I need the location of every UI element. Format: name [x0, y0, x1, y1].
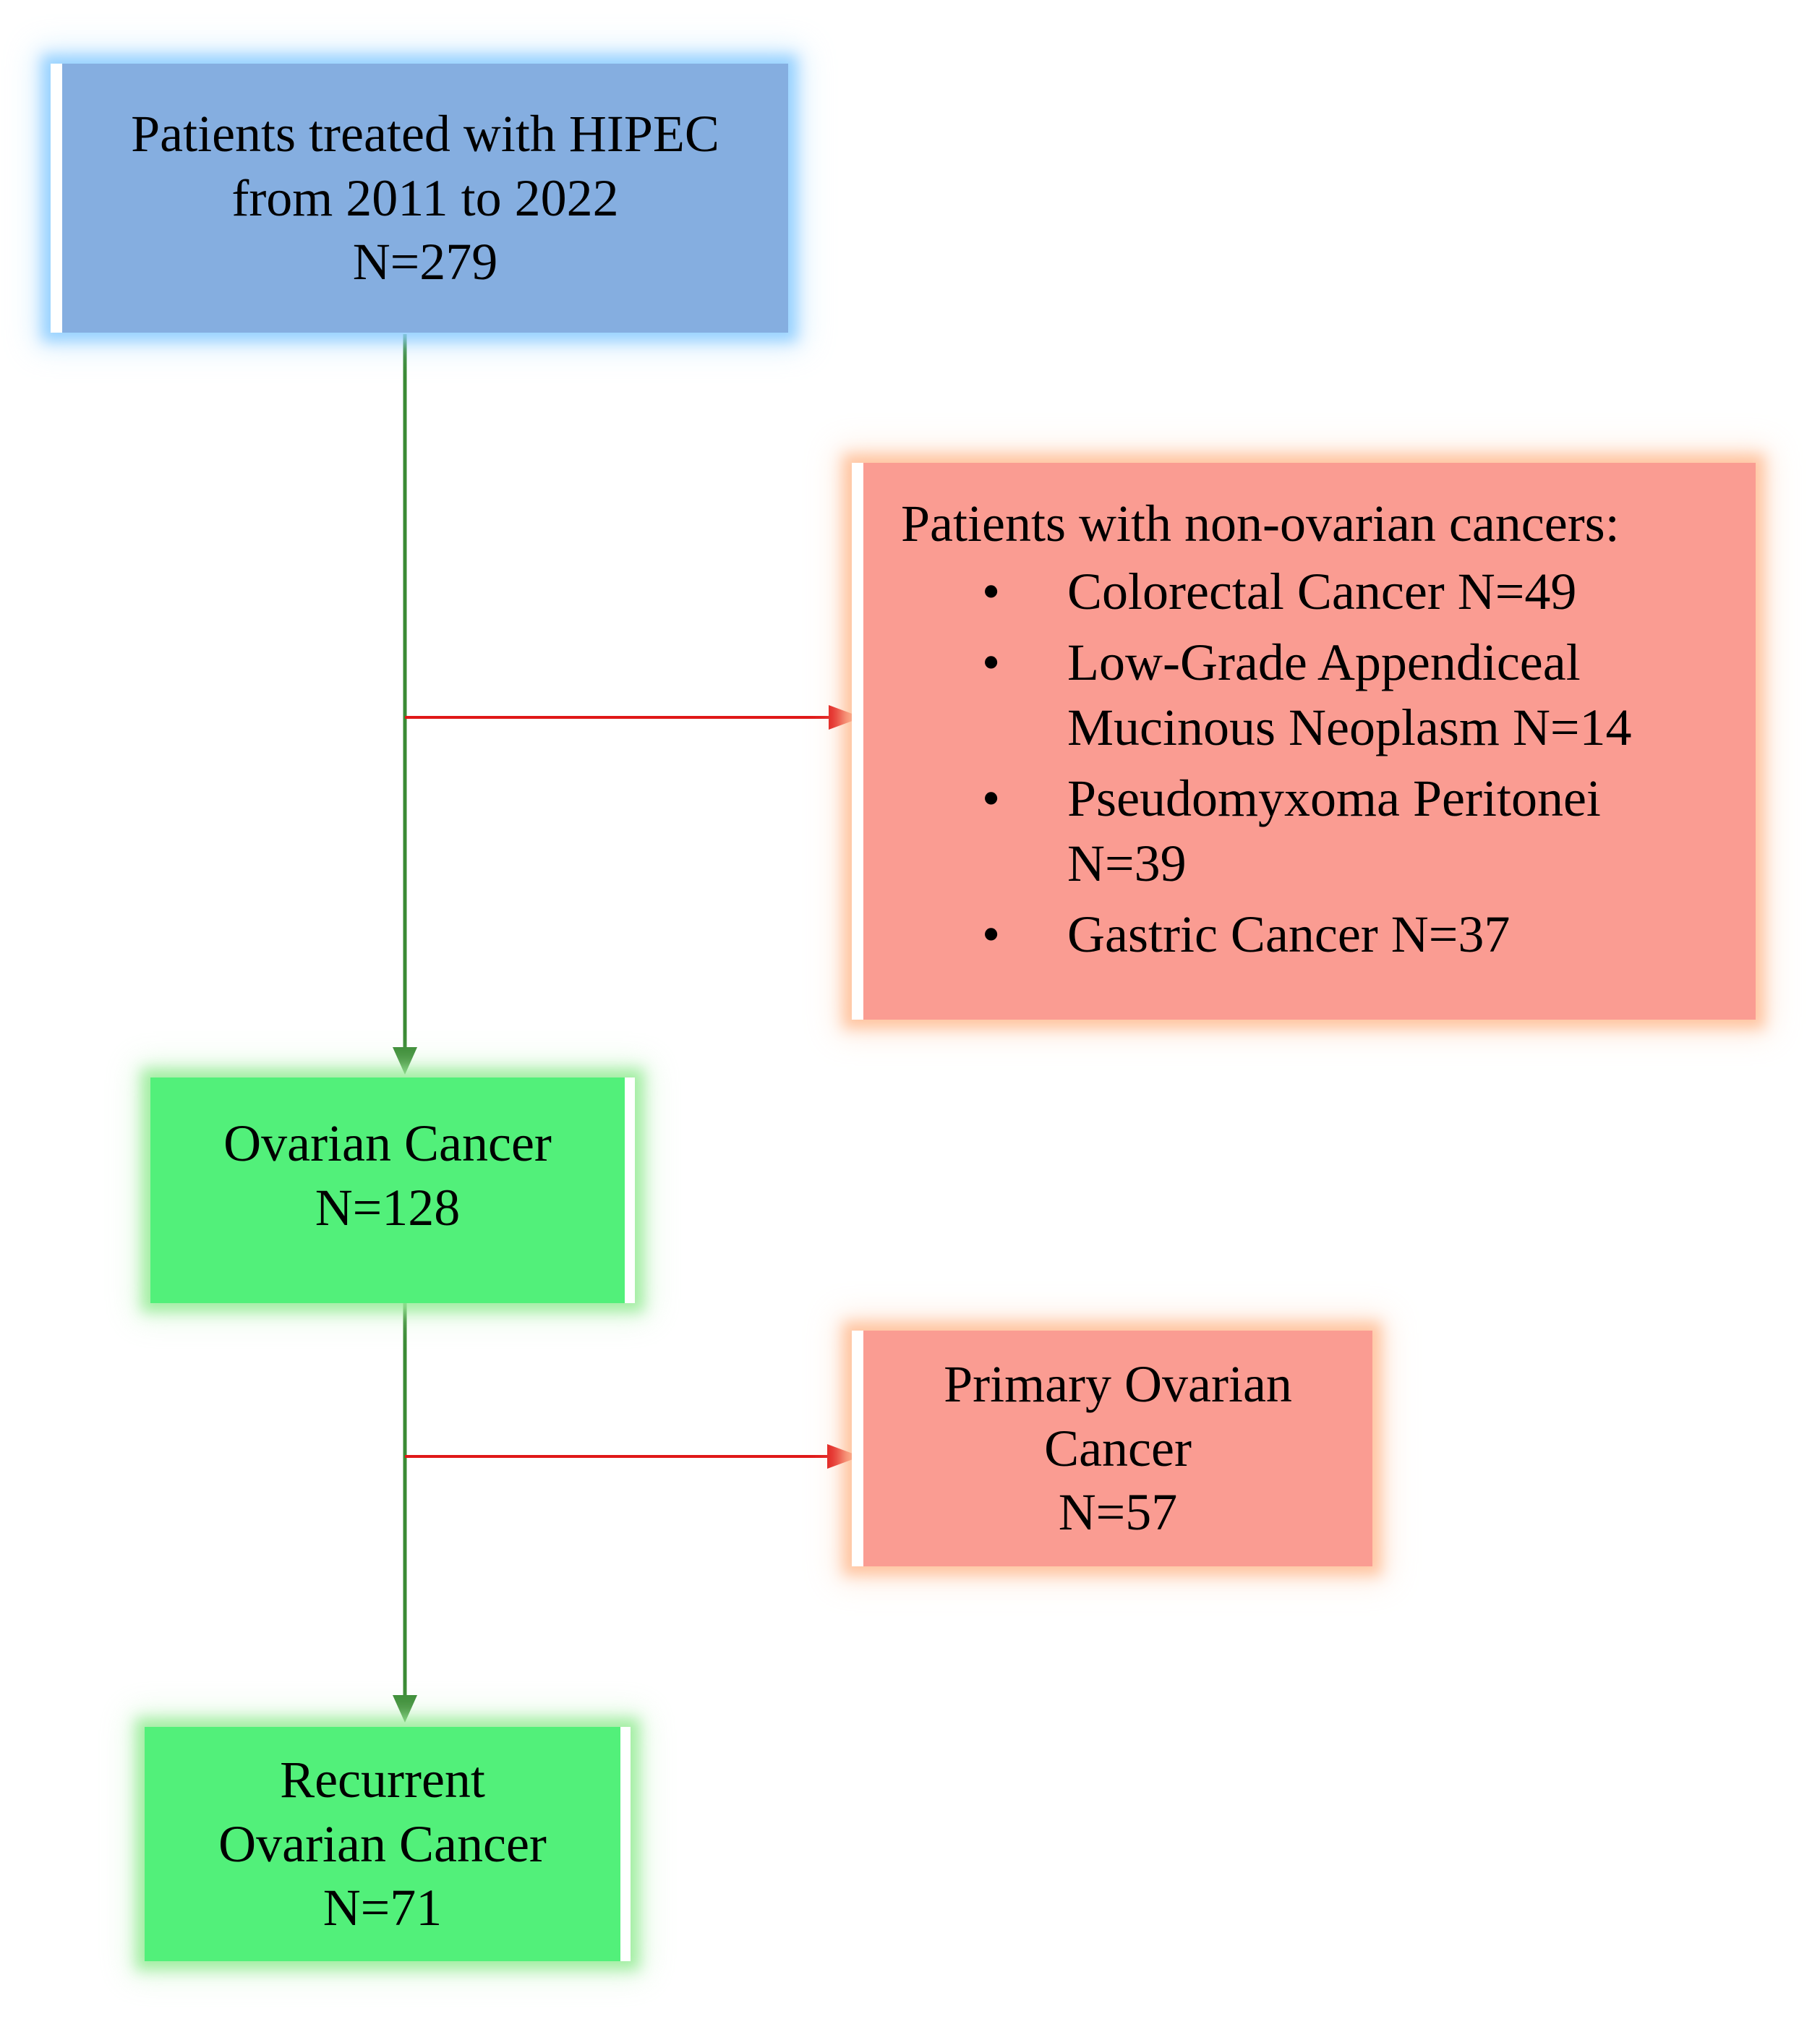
- recurrent-count: N=71: [322, 1879, 443, 1937]
- list-item-text: Gastric Cancer N=37: [1067, 905, 1511, 963]
- list-item-text: N=39: [1067, 834, 1187, 892]
- list-item: • Colorectal Cancer N=49: [901, 559, 1632, 624]
- list-item-text: Pseudomyxoma Peritonei: [1067, 769, 1601, 827]
- arrowhead-ovarian: [393, 1047, 417, 1075]
- bullet-icon: •: [982, 633, 1001, 691]
- non-ovarian-list: • Colorectal Cancer N=49 • Low-Grade App…: [901, 559, 1632, 973]
- list-item: • Gastric Cancer N=37: [901, 902, 1632, 967]
- bullet-icon: •: [982, 905, 1001, 963]
- bullet-icon: •: [982, 562, 1001, 620]
- total-line-1: Patients treated with HIPEC: [131, 105, 719, 163]
- recurrent-line-1: Recurrent: [280, 1751, 485, 1809]
- bullet-icon: •: [982, 769, 1001, 827]
- list-item-text: Low-Grade Appendiceal: [1067, 633, 1581, 691]
- primary-line-1: Primary Ovarian: [944, 1355, 1292, 1414]
- primary-ovarian-box: Primary Ovarian Cancer N=57: [852, 1331, 1372, 1566]
- primary-line-2: Cancer: [1044, 1419, 1192, 1477]
- list-item: • Pseudomyxoma Peritonei N=39: [901, 766, 1632, 896]
- non-ovarian-box: Patients with non-ovarian cancers: • Col…: [852, 463, 1756, 1020]
- list-item-text: Mucinous Neoplasm N=14: [1067, 698, 1632, 756]
- total-patients-box: Patients treated with HIPEC from 2011 to…: [51, 64, 788, 333]
- total-line-2: from 2011 to 2022: [231, 168, 619, 227]
- total-count: N=279: [352, 233, 498, 291]
- primary-count: N=57: [1058, 1483, 1178, 1542]
- recurrent-ovarian-box: Recurrent Ovarian Cancer N=71: [145, 1727, 631, 1961]
- non-ovarian-title: Patients with non-ovarian cancers:: [901, 495, 1620, 552]
- arrowhead-recurrent: [393, 1695, 417, 1723]
- list-item: • Low-Grade Appendiceal Mucinous Neoplas…: [901, 630, 1632, 760]
- ovarian-cancer-box: Ovarian Cancer N=128: [150, 1077, 635, 1303]
- recurrent-line-2: Ovarian Cancer: [218, 1814, 547, 1873]
- ovarian-count: N=128: [315, 1179, 461, 1237]
- ovarian-label: Ovarian Cancer: [223, 1114, 552, 1173]
- list-item-text: Colorectal Cancer N=49: [1067, 562, 1577, 620]
